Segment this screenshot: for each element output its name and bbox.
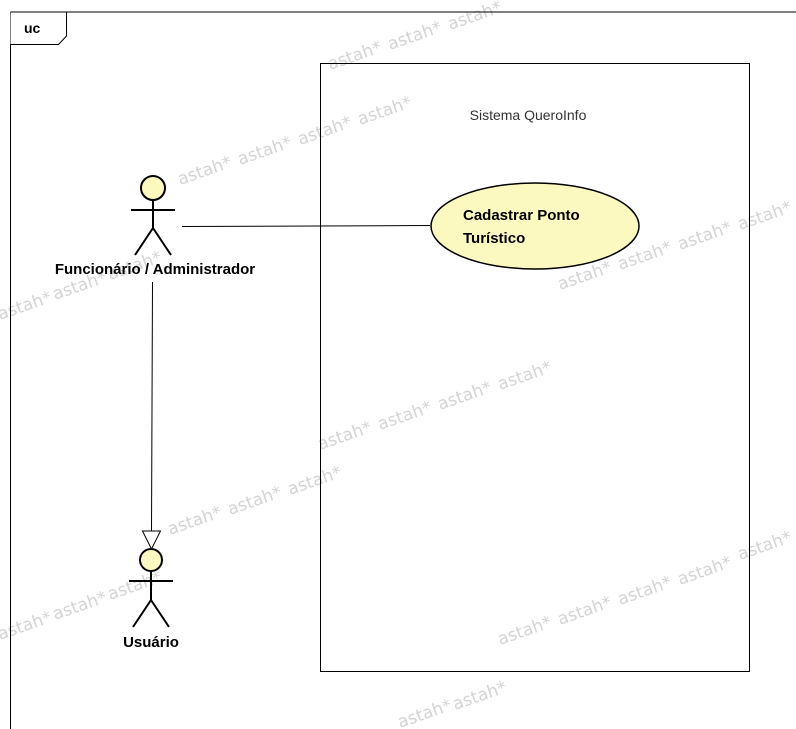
watermark-text: astah*: [105, 568, 164, 605]
actor-label: Usuário: [123, 634, 179, 651]
watermark-text: astah*: [495, 613, 554, 650]
watermark-text: astah*: [225, 483, 284, 520]
watermark-text: astah*: [450, 678, 509, 715]
watermark-text: astah*: [395, 696, 454, 729]
watermark-text: astah*: [355, 93, 414, 130]
watermark-text: astah*: [325, 38, 384, 75]
watermark-text: astah*: [235, 133, 294, 170]
watermark-text: astah*: [675, 218, 734, 255]
actor-funcionario-administrador[interactable]: Funcionário / Administrador: [55, 175, 255, 278]
watermark-text: astah*: [375, 398, 434, 435]
system-name: Sistema QueroInfo: [470, 107, 587, 123]
association-line[interactable]: [181, 225, 431, 227]
watermark-text: astah*: [295, 113, 354, 150]
watermark-text: astah*: [445, 0, 504, 35]
diagram-frame: uc: [10, 11, 796, 729]
frame-label: uc: [24, 20, 41, 36]
actor-head: [140, 175, 166, 201]
watermark-text: astah*: [735, 528, 794, 565]
watermark-text: astah*: [165, 503, 224, 540]
use-case-cadastrar-ponto-turistico[interactable]: Cadastrar Ponto Turístico: [430, 182, 640, 270]
use-case-label-line-2: Turístico: [463, 230, 525, 247]
watermark-text: astah*: [735, 198, 794, 235]
system-boundary[interactable]: Sistema QueroInfo: [320, 63, 750, 672]
watermark-text: astah*: [615, 573, 674, 610]
watermark-text: astah*: [175, 153, 234, 190]
watermark-text: astah*: [435, 378, 494, 415]
actor-label: Funcionário / Administrador: [55, 261, 255, 278]
watermark-text: astah*: [555, 593, 614, 630]
actor-usuario[interactable]: Usuário: [123, 548, 179, 651]
watermark-text: astah*: [0, 608, 54, 645]
use-case-label-line-1: Cadastrar Ponto: [463, 207, 580, 224]
watermark-text: astah*: [285, 463, 344, 500]
watermark-text: astah*: [315, 418, 374, 455]
watermark-text: astah*: [675, 553, 734, 590]
watermark-text: astah*: [0, 288, 54, 325]
watermark-text: astah*: [495, 358, 554, 395]
actor-head: [139, 548, 163, 572]
frame-tab: [10, 11, 67, 45]
generalization-arrow[interactable]: [141, 281, 162, 551]
watermark-text: astah*: [385, 18, 444, 55]
watermark-text: astah*: [50, 588, 109, 625]
